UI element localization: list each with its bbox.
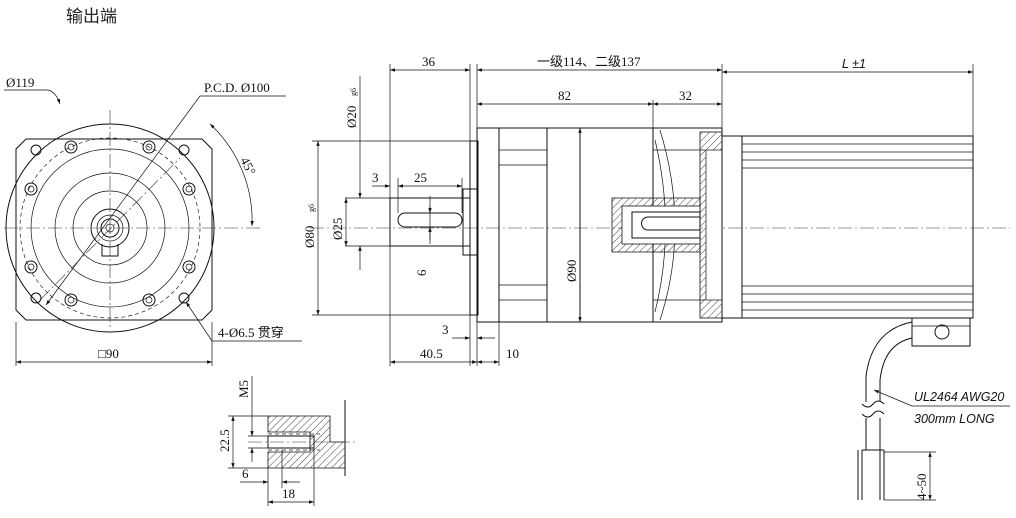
label-shaft-dia: Ø20 [344, 106, 359, 128]
label-angle: 45° [237, 154, 259, 177]
shaft-keyway [397, 212, 463, 228]
label-dia-25: Ø25 [330, 218, 345, 240]
label-pilot-dia: Ø80 [302, 226, 317, 248]
label-square: □90 [98, 346, 119, 361]
front-view: Ø119 P.C.D. Ø100 45° 4-Ø6.5 贯穿 □90 [4, 75, 302, 366]
motor-body [721, 135, 974, 319]
label-detail-18: 18 [282, 486, 295, 501]
label-shaft-tol: g6 [349, 88, 358, 96]
label-key-length: 25 [414, 170, 427, 185]
bolt-holes [24, 140, 196, 307]
label-key-width: 6 [414, 269, 429, 276]
cable-length: 300mm LONG [914, 412, 995, 426]
flange-square [15, 138, 213, 321]
detail-view: 22.5 M5 6 18 [217, 376, 355, 506]
label-thread: M5 [236, 380, 251, 398]
cable-connector [911, 317, 971, 347]
label-flange-thk: 10 [506, 346, 519, 361]
label-pilot-tol: g6 [307, 204, 316, 212]
label-gearbox-length: 一级114、二级137 [537, 54, 641, 69]
label-shaft-length: 36 [422, 54, 436, 69]
cable [865, 321, 913, 402]
label-detail-6: 6 [242, 466, 249, 481]
label-outer-dia: Ø119 [6, 75, 34, 90]
label-holes: 4-Ø6.5 贯穿 [218, 325, 284, 340]
label-detail-height: 22.5 [217, 429, 232, 452]
drawing-title: 输出端 [66, 7, 117, 27]
label-pcd: P.C.D. Ø100 [204, 80, 270, 95]
label-strip: 4~50 [914, 473, 929, 500]
cable-spec: UL2464 AWG20 [914, 390, 1004, 404]
label-motor-length: L ±1 [842, 57, 866, 71]
label-82: 82 [558, 88, 571, 103]
label-flange-gap: 3 [442, 322, 449, 337]
front-centerline-diag [39, 157, 181, 301]
label-32: 32 [679, 88, 692, 103]
side-view: UL2464 AWG20 300mm LONG 4~50 36 一级114、二级… [302, 54, 1010, 501]
pilot [469, 140, 479, 316]
key-slot [101, 244, 119, 257]
label-housing-dia: Ø90 [564, 260, 579, 282]
label-shaft-total: 40.5 [420, 346, 443, 361]
label-key-offset: 3 [372, 170, 379, 185]
